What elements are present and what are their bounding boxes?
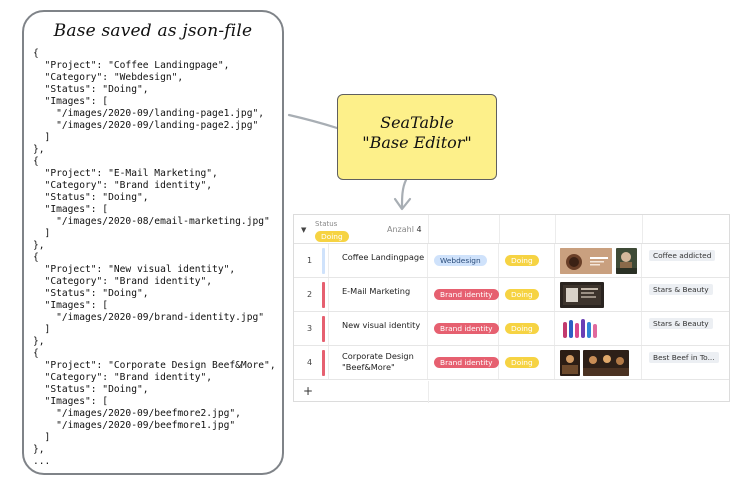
plus-icon[interactable]: + xyxy=(303,384,314,398)
category-pill: Brand identity xyxy=(434,289,499,300)
status-cell[interactable]: Doing xyxy=(499,278,555,311)
row-number: 4 xyxy=(307,358,313,367)
arrow-head-table xyxy=(393,197,412,211)
group-status-pill: Doing xyxy=(315,231,349,242)
row-index-cell: 1 xyxy=(294,244,328,277)
tag-label: Best Beef in To... xyxy=(649,352,719,363)
tag-cell[interactable]: Best Beef in To... xyxy=(642,346,731,379)
add-row[interactable]: + xyxy=(294,381,729,403)
json-code-block: { "Project": "Coffee Landingpage", "Cate… xyxy=(33,48,276,467)
status-pill: Doing xyxy=(505,255,539,266)
category-pill: Brand identity xyxy=(434,357,499,368)
count-value: 4 xyxy=(416,225,422,234)
row-color-bar xyxy=(322,350,325,376)
row-color-bar xyxy=(322,316,325,342)
images-cell[interactable] xyxy=(555,278,642,311)
status-cell[interactable]: Doing xyxy=(499,312,555,345)
row-number: 3 xyxy=(307,324,313,333)
arrow-note-to-table xyxy=(400,178,408,209)
row-number: 2 xyxy=(307,290,313,299)
project-cell[interactable]: New visual identity xyxy=(328,312,428,345)
status-pill: Doing xyxy=(505,357,539,368)
category-cell[interactable]: Brand identity xyxy=(428,278,499,311)
table-row[interactable]: 2 E-Mail Marketing Brand identity Doing … xyxy=(294,278,729,312)
tag-cell[interactable]: Stars & Beauty xyxy=(642,278,731,311)
base-editor-note: SeaTable "Base Editor" xyxy=(337,94,497,180)
tag-label: Stars & Beauty xyxy=(649,284,713,295)
images-cell[interactable] xyxy=(555,244,642,277)
project-cell[interactable]: Corporate Design "Beef&More" xyxy=(328,346,428,379)
image-thumbnail[interactable] xyxy=(560,350,580,376)
project-name: E-Mail Marketing xyxy=(342,286,411,296)
seatable-grid: ▼ Status Doing Anzahl 4 1 Coffee Landing… xyxy=(293,214,730,403)
group-header[interactable]: ▼ Status Doing Anzahl 4 xyxy=(294,215,729,244)
project-name: Coffee Landingpage xyxy=(342,252,425,262)
status-cell[interactable]: Doing xyxy=(499,244,555,277)
json-panel-title: Base saved as json-file xyxy=(53,21,253,41)
row-index-cell: 3 xyxy=(294,312,328,345)
category-pill: Webdesign xyxy=(434,255,487,266)
json-file-panel: Base saved as json-file { "Project": "Co… xyxy=(22,10,284,475)
row-color-bar xyxy=(322,282,325,308)
group-label: Status xyxy=(315,220,338,228)
images-cell[interactable] xyxy=(555,312,642,345)
tag-cell[interactable]: Stars & Beauty xyxy=(642,312,731,345)
project-cell[interactable]: E-Mail Marketing xyxy=(328,278,428,311)
table-row[interactable]: 1 Coffee Landingpage Webdesign Doing xyxy=(294,244,729,278)
category-cell[interactable]: Brand identity xyxy=(428,312,499,345)
image-thumbnail[interactable] xyxy=(560,282,604,308)
group-count: Anzahl 4 xyxy=(387,225,422,234)
project-name-line-1: Corporate Design xyxy=(342,351,414,361)
table-row[interactable]: 4 Corporate Design "Beef&More" Brand ide… xyxy=(294,346,729,380)
caret-down-icon[interactable]: ▼ xyxy=(301,226,307,234)
image-thumbnail[interactable] xyxy=(583,350,629,376)
images-cell[interactable] xyxy=(555,346,642,379)
row-index-cell: 2 xyxy=(294,278,328,311)
arrow-note-to-json xyxy=(287,113,339,130)
tag-label: Stars & Beauty xyxy=(649,318,713,329)
row-index-cell: 4 xyxy=(294,346,328,379)
category-cell[interactable]: Brand identity xyxy=(428,346,499,379)
project-name-line-2: "Beef&More" xyxy=(342,362,395,372)
tag-cell[interactable]: Coffee addicted xyxy=(642,244,731,277)
status-pill: Doing xyxy=(505,323,539,334)
count-label: Anzahl xyxy=(387,225,414,234)
row-color-bar xyxy=(322,248,325,274)
project-name: New visual identity xyxy=(342,320,421,330)
table-row[interactable]: 3 New visual identity Brand identity Doi… xyxy=(294,312,729,346)
category-pill: Brand identity xyxy=(434,323,499,334)
status-pill: Doing xyxy=(505,289,539,300)
project-name: Corporate Design "Beef&More" xyxy=(342,351,414,373)
status-cell[interactable]: Doing xyxy=(499,346,555,379)
image-thumbnail[interactable] xyxy=(560,316,600,342)
image-thumbnail[interactable] xyxy=(616,248,637,274)
note-line-2: "Base Editor" xyxy=(362,133,472,152)
note-line-1: SeaTable xyxy=(380,113,454,132)
category-cell[interactable]: Webdesign xyxy=(428,244,499,277)
tag-label: Coffee addicted xyxy=(649,250,716,261)
image-thumbnail[interactable] xyxy=(560,248,612,274)
project-cell[interactable]: Coffee Landingpage xyxy=(328,244,428,277)
row-number: 1 xyxy=(307,256,313,265)
